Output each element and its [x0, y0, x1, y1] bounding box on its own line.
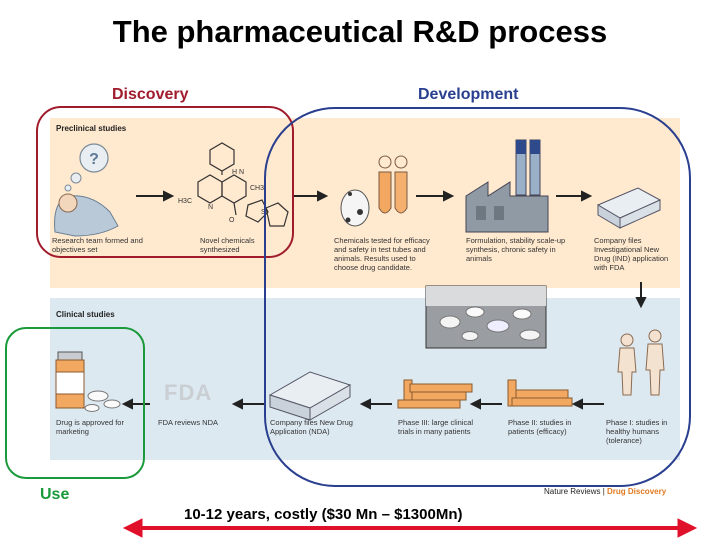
step-phase2: Phase II: studies in patients (efficacy)	[508, 418, 572, 436]
development-outline	[264, 107, 691, 487]
preclinical-heading: Preclinical studies	[56, 124, 127, 133]
duration-label: 10-12 years, costly ($30 Mn – $1300Mn)	[184, 506, 463, 523]
clinical-heading: Clinical studies	[56, 310, 115, 319]
step-phase1: Phase I: studies in healthy humans (tole…	[606, 418, 668, 445]
step-tested: Chemicals tested for efficacy and safety…	[334, 236, 430, 272]
step-approved: Drug is approved for marketing	[56, 418, 124, 436]
drug-bottle-illustration	[55, 351, 121, 412]
hospital-beds-phase2	[507, 379, 573, 407]
discovery-outline	[36, 106, 294, 258]
chemical-structure	[197, 142, 289, 227]
chem-s: S	[261, 209, 266, 216]
chem-nh: H N	[232, 169, 244, 176]
discovery-label: Discovery	[112, 86, 189, 103]
step-fda-reviews: FDA reviews NDA	[158, 418, 219, 427]
chem-ch3: CH3	[250, 185, 264, 192]
ind-document-illustration	[596, 187, 662, 229]
pills-photo	[425, 285, 547, 349]
fda-logo: FDA	[164, 380, 213, 405]
step-formulation: Formulation, stability scale-up synthesi…	[466, 236, 566, 263]
step-research: Research team formed and objectives set	[52, 236, 143, 254]
preclinical-arrows	[136, 190, 647, 309]
chem-o: O	[229, 217, 235, 224]
factory-illustration	[465, 139, 549, 233]
chem-h3c: H3C	[178, 198, 192, 205]
research-team-illustration: ?	[54, 143, 119, 237]
hospital-beds-phase3	[397, 379, 473, 409]
use-outline	[5, 327, 145, 479]
credit-section: Drug Discovery	[607, 487, 667, 496]
clinical-arrows	[121, 398, 604, 410]
use-label: Use	[40, 486, 70, 503]
lab-mouse-illustration	[340, 189, 370, 227]
credit-line: Nature Reviews | Drug Discovery	[544, 487, 666, 496]
clinical-panel	[50, 298, 680, 460]
step-nda: Company files New Drug Application (NDA)	[270, 418, 353, 436]
timeline-arrow	[122, 518, 698, 538]
development-label: Development	[418, 86, 519, 103]
step-phase3: Phase III: large clinical trials in many…	[398, 418, 474, 436]
chem-n: N	[208, 204, 213, 211]
credit-separator: |	[602, 487, 605, 496]
page-title: The pharmaceutical R&D process	[112, 14, 608, 49]
human-figures-illustration	[617, 329, 665, 396]
step-chemicals: Novel chemicals synthesized	[200, 236, 255, 254]
test-tubes-illustration	[378, 155, 408, 214]
question-mark: ?	[89, 151, 99, 168]
step-ind: Company files Investigational New Drug (…	[594, 236, 669, 272]
credit-journal: Nature Reviews	[544, 487, 601, 496]
nda-document-illustration	[268, 371, 352, 421]
